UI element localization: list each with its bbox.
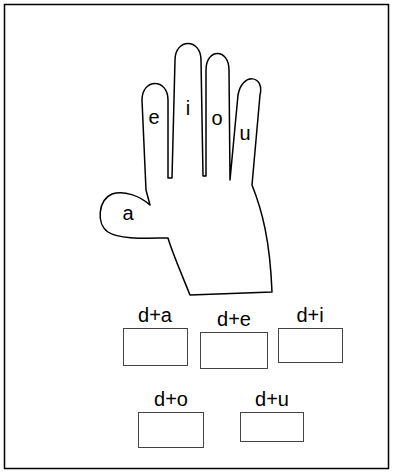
answer-box: d+o [138,388,204,448]
blank-box [278,328,343,363]
answer-box: d+e [200,308,268,369]
hand-outline [100,44,272,296]
answer-box: d+a [123,304,188,366]
vowel-label: a [122,202,133,224]
answer-box: d+i [278,304,343,363]
blank-box [123,328,188,366]
vowel-label: o [211,107,222,129]
syllable-prompt: d+o [152,388,190,410]
answer-box: d+u [240,388,304,442]
syllable-prompt: d+u [253,388,291,410]
vowel-label: e [148,106,159,128]
vowel-label: i [186,97,190,119]
syllable-prompt: d+a [136,304,174,326]
page-frame [5,5,389,469]
syllable-prompt: d+i [294,304,325,326]
syllable-prompt: d+e [215,308,253,330]
blank-box [138,412,204,448]
blank-box [200,332,268,369]
blank-box [240,412,304,442]
vowel-label: u [239,122,250,144]
